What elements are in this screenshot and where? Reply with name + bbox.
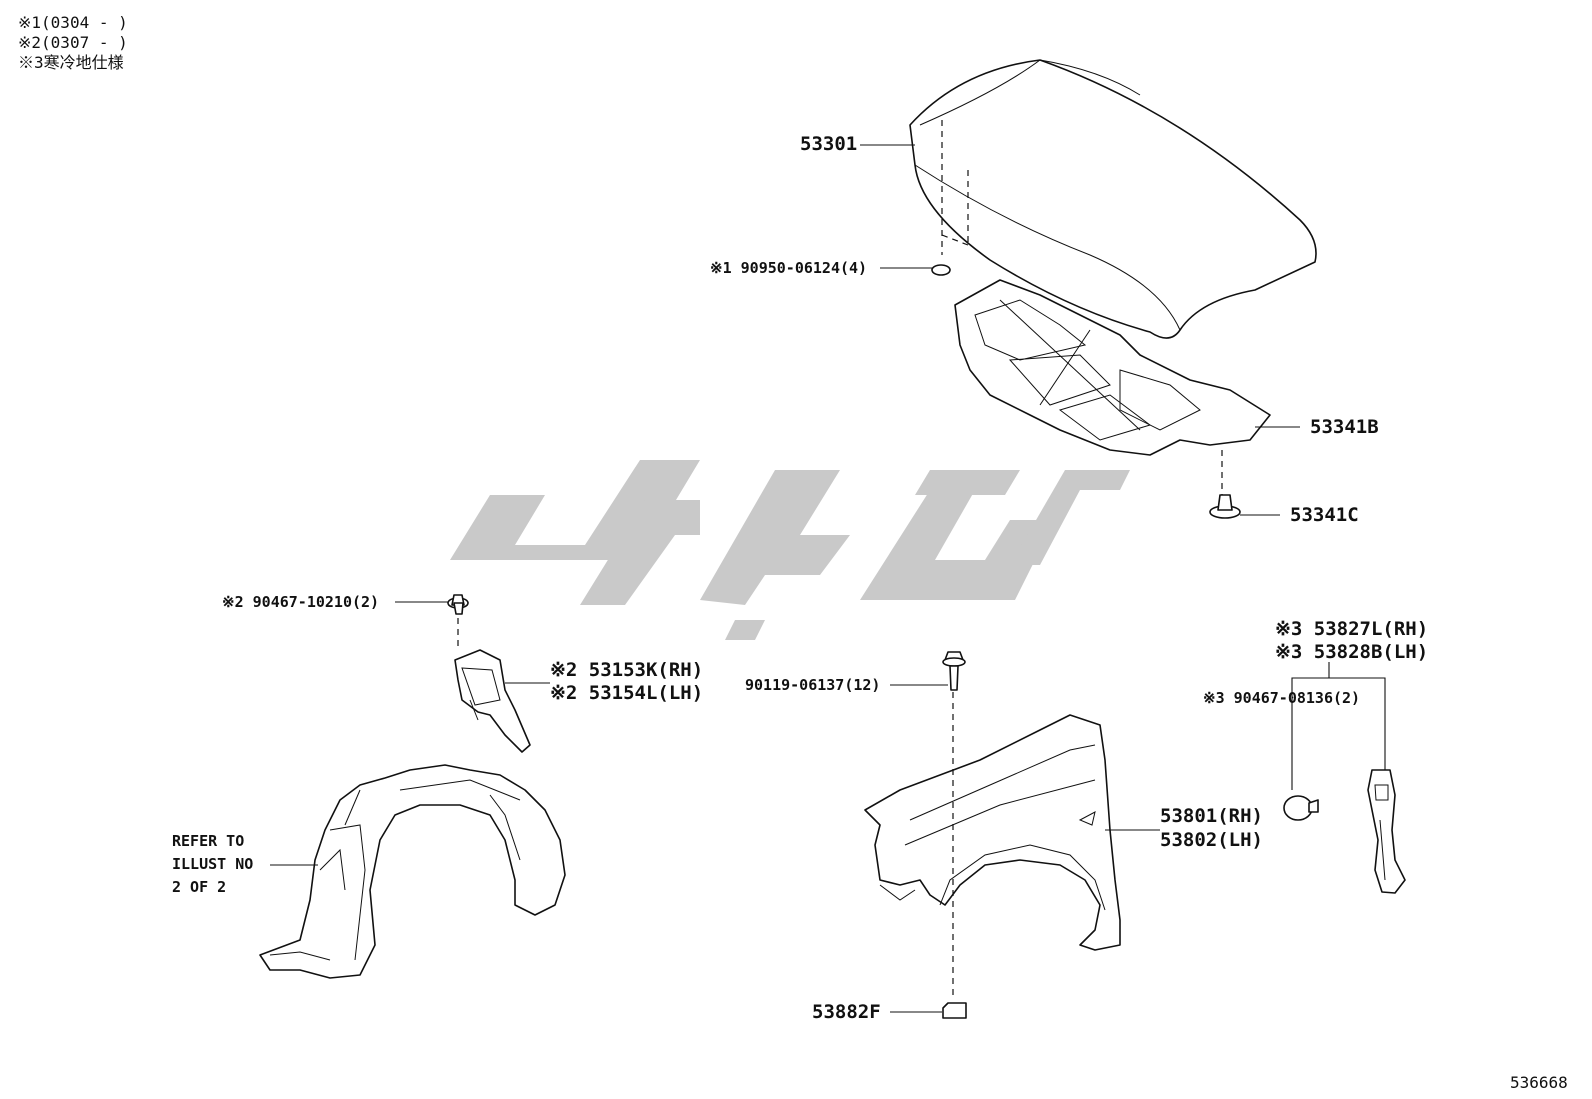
fender-bolt-part — [942, 651, 966, 691]
diagram-id: 536668 — [1510, 1073, 1568, 1092]
shield-part — [1367, 769, 1406, 894]
insulator-clip-part — [1209, 494, 1241, 519]
note-2: ※2(0307 - ) — [18, 33, 128, 52]
label-refer-2: ILLUST NO — [172, 855, 253, 873]
note-3: ※3寒冷地仕様 — [18, 53, 124, 72]
label-hood: 53301 — [800, 133, 857, 155]
label-insulator: 53341B — [1310, 416, 1379, 438]
seal-part — [454, 649, 531, 753]
hood-bolt-part — [931, 264, 951, 276]
label-shield-lh: ※3 53828B(LH) — [1275, 641, 1428, 663]
label-fender-lh: 53802(LH) — [1160, 829, 1263, 851]
label-refer-1: REFER TO — [172, 832, 244, 850]
label-shield-clip: ※3 90467-08136(2) — [1203, 689, 1360, 707]
liner-clip-part — [447, 594, 469, 615]
hood-part — [909, 59, 1317, 339]
label-seal-rh: ※2 53153K(RH) — [550, 659, 703, 681]
fender-liner-part — [259, 764, 566, 979]
watermark-logo — [450, 460, 1130, 640]
label-hood-bolt: ※1 90950-06124(4) — [710, 259, 867, 277]
label-fender-rh: 53801(RH) — [1160, 805, 1263, 827]
fender-part — [864, 714, 1121, 951]
shield-clip-part — [1283, 795, 1319, 821]
label-shield-rh: ※3 53827L(RH) — [1275, 618, 1428, 640]
label-liner-clip: ※2 90467-10210(2) — [222, 593, 379, 611]
label-fender-bolt: 90119-06137(12) — [745, 676, 880, 694]
note-1: ※1(0304 - ) — [18, 13, 128, 32]
hood-insulator-part — [954, 279, 1271, 456]
nut-part — [942, 1002, 967, 1019]
label-nut: 53882F — [812, 1001, 881, 1023]
label-seal-lh: ※2 53154L(LH) — [550, 682, 703, 704]
label-refer-3: 2 OF 2 — [172, 878, 226, 896]
label-insulator-clip: 53341C — [1290, 504, 1359, 526]
